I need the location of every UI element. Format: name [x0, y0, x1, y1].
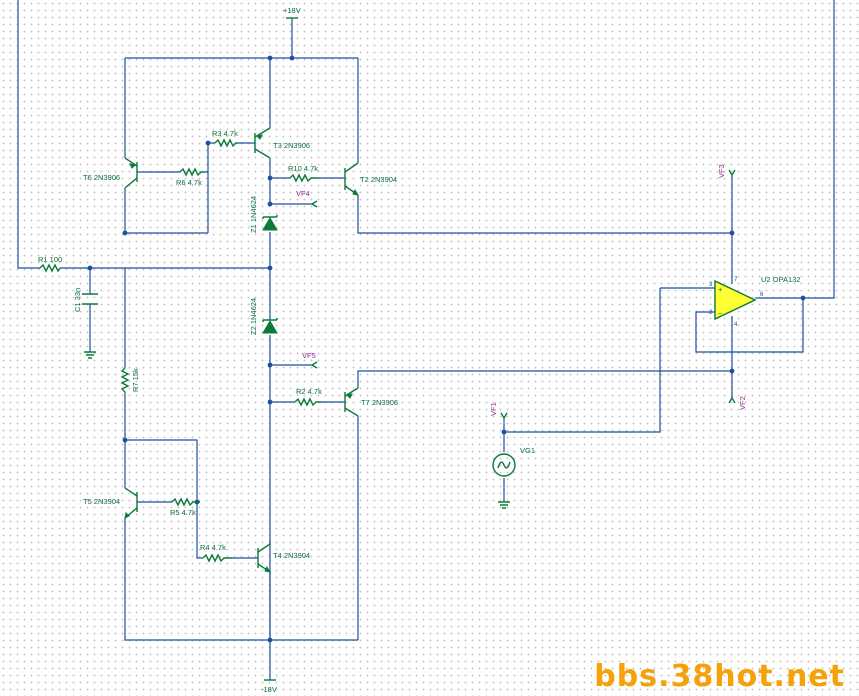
positive-rail-label: +18V	[283, 6, 301, 15]
vf1-label: VF1	[489, 402, 498, 416]
probe-vf4[interactable]: VF4	[296, 189, 318, 208]
pin-in-neg: 2	[709, 310, 713, 316]
z2-label: Z2 1N4624	[249, 298, 258, 335]
resistor-r2[interactable]: R2 4.7k	[294, 387, 322, 407]
probe-vf3[interactable]: VF3	[717, 164, 736, 178]
c1-label: C1 33n	[73, 288, 82, 312]
supply-positive[interactable]: +18V	[283, 6, 301, 19]
transistor-t2[interactable]: T2 2N3904	[344, 162, 397, 196]
z1-label: Z1 1N4624	[249, 196, 258, 233]
t4-label: T4 2N3904	[273, 551, 310, 560]
opamp-plus-sign: +	[718, 285, 723, 294]
r1-label: R1 100	[38, 255, 62, 264]
pin-vplus: 7	[734, 277, 738, 283]
t3-label: T3 2N3906	[273, 141, 310, 150]
r2-label: R2 4.7k	[296, 387, 322, 396]
probe-vf5[interactable]: VF5	[302, 351, 318, 369]
vf4-label: VF4	[296, 189, 310, 198]
t7-label: T7 2N3906	[361, 398, 398, 407]
t6-label: T6 2N3906	[83, 173, 120, 182]
t2-label: T2 2N3904	[360, 175, 397, 184]
resistor-r1[interactable]: R1 100	[38, 255, 62, 273]
transistor-t3[interactable]: T3 2N3906	[254, 127, 310, 159]
r7-label: R7 15k	[131, 368, 140, 392]
resistor-r7[interactable]: R7 15k	[120, 367, 140, 393]
transistor-t4[interactable]: T4 2N3904	[257, 540, 310, 573]
probe-vf1[interactable]: VF1	[489, 402, 508, 419]
vf5-label: VF5	[302, 351, 316, 360]
pin-vminus: 4	[734, 322, 738, 328]
resistor-r6[interactable]: R6 4.7k	[176, 167, 205, 187]
supply-negative[interactable]: -18V	[261, 679, 277, 694]
resistor-r3[interactable]: R3 4.7k	[212, 129, 255, 148]
signal-source-vg1[interactable]: VG1	[492, 446, 535, 509]
transistor-t7[interactable]: T7 2N3906	[344, 387, 398, 417]
zener-z2[interactable]: Z2 1N4624	[249, 298, 278, 335]
vg1-label: VG1	[520, 446, 535, 455]
transistor-t5[interactable]: T5 2N3904	[83, 487, 138, 519]
resistor-r4[interactable]: R4 4.7k	[200, 543, 232, 563]
r5-label: R5 4.7k	[170, 508, 196, 517]
r3-label: R3 4.7k	[212, 129, 238, 138]
wires	[17, 0, 835, 680]
watermark: bbs.38hot.net	[594, 659, 845, 694]
vf2-label: VF2	[738, 396, 747, 410]
vf3-label: VF3	[717, 164, 726, 178]
r10-label: R10 4.7k	[288, 164, 318, 173]
resistor-r5[interactable]: R5 4.7k	[170, 497, 200, 517]
transistor-t6[interactable]: T6 2N3906	[83, 157, 138, 189]
resistor-r10[interactable]: R10 4.7k	[288, 164, 318, 183]
u2-label: U2 OPA132	[761, 275, 800, 284]
probe-vf2[interactable]: VF2	[728, 396, 747, 410]
zener-z1[interactable]: Z1 1N4624	[249, 196, 278, 233]
negative-rail-label: -18V	[261, 685, 277, 694]
junction-dots	[87, 55, 806, 643]
r4-label: R4 4.7k	[200, 543, 226, 552]
t5-label: T5 2N3904	[83, 497, 120, 506]
pin-out: 6	[760, 292, 764, 298]
pin-in-pos: 3	[709, 282, 713, 288]
r6-label: R6 4.7k	[176, 178, 202, 187]
opamp-minus-sign: −	[718, 309, 723, 318]
opamp-u2[interactable]: + − 3 2 6 7 4 U2 OPA132	[709, 275, 800, 328]
capacitor-c1[interactable]: C1 33n	[73, 288, 98, 359]
